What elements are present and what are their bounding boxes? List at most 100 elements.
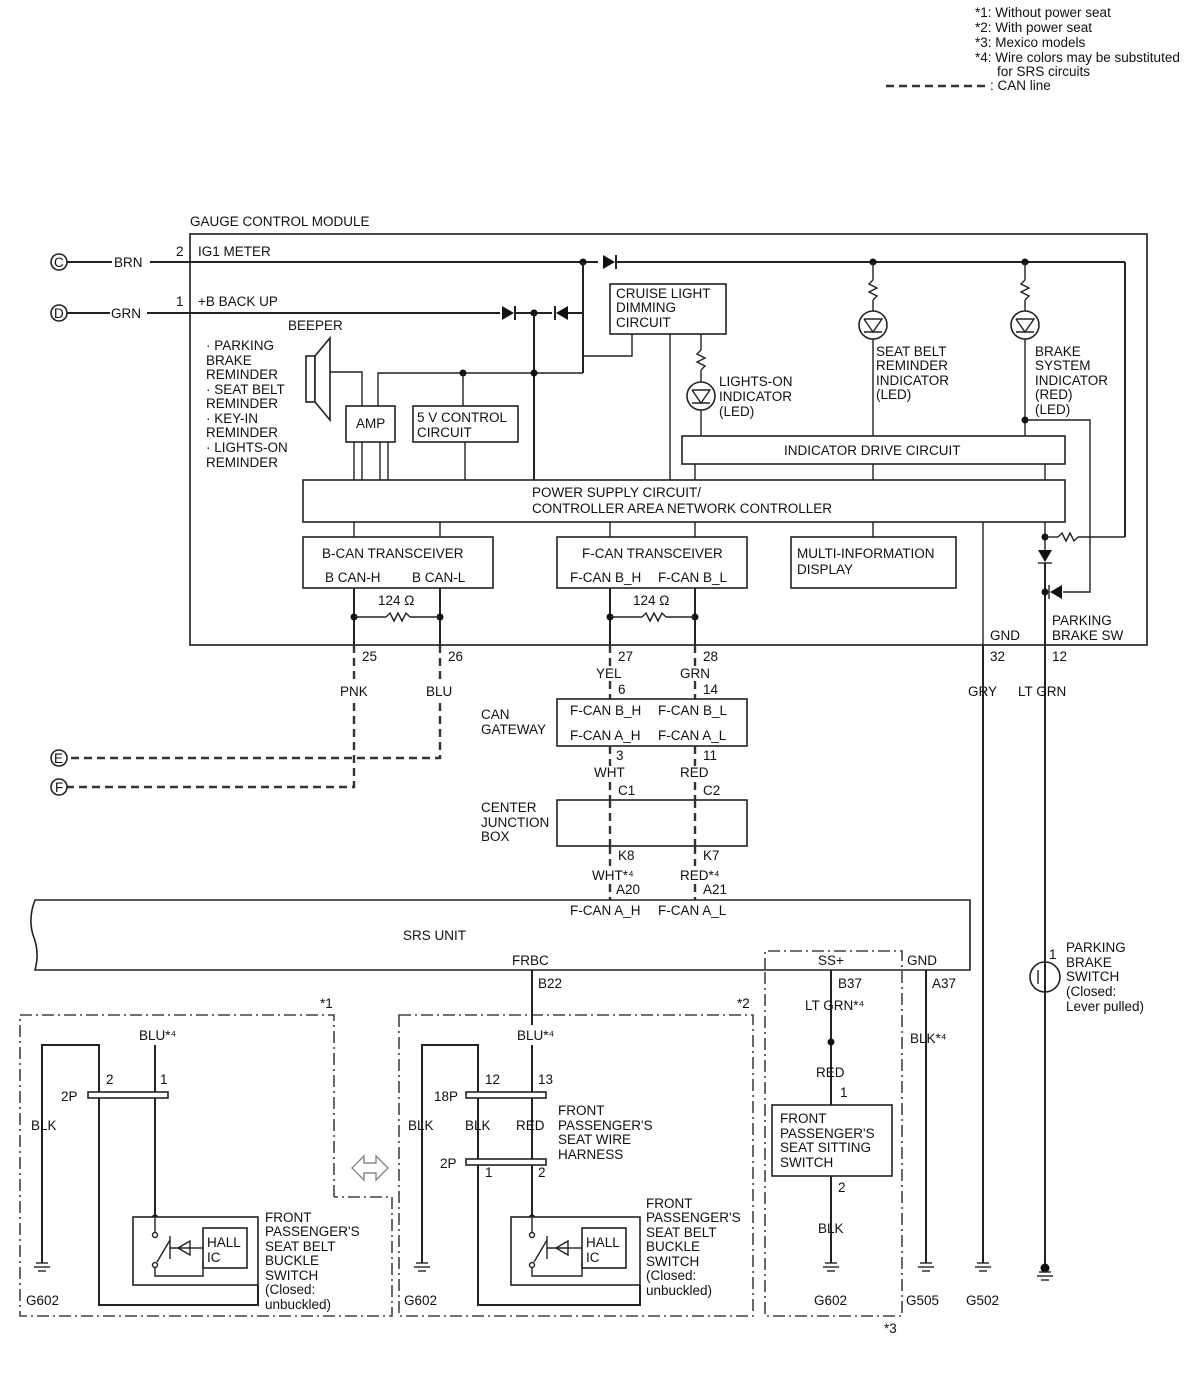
svg-text:2P: 2P (440, 1156, 457, 1171)
svg-text:*3: *3 (884, 1321, 897, 1336)
five-v-control-circuit (412, 405, 519, 443)
svg-text:GND: GND (990, 628, 1020, 643)
svg-text:F-CAN A_H: F-CAN A_H (570, 728, 641, 743)
wire-red-4: RED*⁴ (680, 868, 720, 883)
svg-text:124 Ω: 124 Ω (633, 593, 669, 608)
legend: *1: Without power seat *2: With power se… (886, 5, 1180, 93)
svg-text:F-CAN B_L: F-CAN B_L (658, 570, 728, 585)
svg-text:FRONT: FRONT (558, 1103, 605, 1118)
diode-backup-1 (502, 306, 514, 320)
beeper-label: BEEPER (288, 318, 343, 333)
svg-text:POWER SUPPLY CIRCUIT/: POWER SUPPLY CIRCUIT/ (532, 485, 701, 500)
svg-text:3: 3 (616, 748, 624, 763)
svg-text:F-CAN B_H: F-CAN B_H (570, 703, 641, 718)
svg-text:C1: C1 (618, 783, 635, 798)
reminder-8: REMINDER (206, 455, 278, 470)
svg-text:BRAKE: BRAKE (1035, 344, 1081, 359)
svg-text:G505: G505 (906, 1293, 939, 1308)
pin-2: 2 (176, 244, 184, 259)
svg-text:28: 28 (703, 649, 718, 664)
wire-lt-grn: LT GRN (1018, 684, 1066, 699)
svg-text:SEAT BELT: SEAT BELT (876, 344, 947, 359)
svg-text:B-CAN TRANSCEIVER: B-CAN TRANSCEIVER (322, 546, 464, 561)
brake-system-led-icon (1010, 310, 1040, 340)
svg-text:SEAT WIRE: SEAT WIRE (558, 1132, 631, 1147)
note-can: : CAN line (990, 78, 1051, 93)
svg-text:1: 1 (1049, 947, 1057, 962)
wire-yel: YEL (596, 666, 622, 681)
svg-text:SWITCH: SWITCH (780, 1155, 833, 1170)
svg-text:HARNESS: HARNESS (558, 1147, 623, 1162)
svg-text:FRONT: FRONT (265, 1210, 312, 1225)
svg-text:27: 27 (618, 649, 633, 664)
svg-text:FRONT: FRONT (780, 1111, 827, 1126)
svg-text:SEAT BELT: SEAT BELT (265, 1239, 336, 1254)
gauge-control-module (189, 233, 1148, 646)
svg-text:BLK: BLK (31, 1118, 57, 1133)
svg-text:FRONT: FRONT (646, 1196, 693, 1211)
can-gateway (556, 698, 748, 747)
srs-unit (30, 899, 971, 971)
resistor-bcan (385, 611, 411, 623)
connector-2p-mid (465, 1158, 547, 1166)
svg-text:14: 14 (703, 682, 719, 697)
connector-2p-left (87, 1091, 169, 1099)
svg-text:124 Ω: 124 Ω (378, 593, 414, 608)
svg-text:12: 12 (485, 1072, 500, 1087)
svg-text:13: 13 (538, 1072, 553, 1087)
ground-parking-brake (1037, 1271, 1053, 1281)
svg-text:(LED): (LED) (876, 387, 911, 402)
svg-text:PASSENGER'S: PASSENGER'S (646, 1210, 741, 1225)
power-supply-circuit (302, 479, 1066, 523)
svg-text:1: 1 (160, 1072, 168, 1087)
svg-text:GATEWAY: GATEWAY (481, 722, 546, 737)
wire-blu: BLU (426, 684, 452, 699)
note-4: *4: Wire colors may be substituted (975, 50, 1180, 65)
svg-text:SWITCH: SWITCH (1066, 969, 1119, 984)
svg-text:BLK*⁴: BLK*⁴ (910, 1031, 947, 1046)
svg-text:12: 12 (1052, 649, 1067, 664)
note-2: *2: With power seat (975, 20, 1092, 35)
svg-text:D: D (54, 306, 64, 321)
svg-text:REMINDER: REMINDER (876, 358, 948, 373)
diode-parking-1 (1038, 550, 1052, 562)
svg-text:PARKING: PARKING (1066, 940, 1126, 955)
svg-text:(Closed:: (Closed: (646, 1268, 696, 1283)
resistor-fcan (641, 611, 667, 623)
svg-text:F-CAN TRANSCEIVER: F-CAN TRANSCEIVER (582, 546, 723, 561)
ground-g602-3 (823, 1262, 839, 1272)
svg-text:BLK: BLK (408, 1118, 434, 1133)
svg-text:BLU*⁴: BLU*⁴ (517, 1028, 555, 1043)
svg-text:IC: IC (586, 1250, 600, 1265)
svg-text:BUCKLE: BUCKLE (646, 1239, 700, 1254)
amp-label: AMP (356, 416, 385, 431)
svg-text:25: 25 (362, 649, 377, 664)
svg-text:SRS UNIT: SRS UNIT (403, 928, 466, 943)
svg-text:2: 2 (106, 1072, 114, 1087)
svg-text:CIRCUIT: CIRCUIT (417, 425, 472, 440)
svg-text:E: E (54, 751, 63, 766)
ig1-meter: IG1 METER (198, 244, 271, 259)
svg-text:A20: A20 (616, 882, 640, 897)
svg-text:F-CAN B_L: F-CAN B_L (658, 703, 728, 718)
svg-text:BOX: BOX (481, 829, 510, 844)
svg-text:BLU*⁴: BLU*⁴ (139, 1028, 177, 1043)
connector-e: E (50, 749, 68, 767)
note-1: *1: Without power seat (975, 5, 1111, 20)
resistor-lights-on (695, 349, 707, 371)
svg-text:1: 1 (840, 1085, 848, 1100)
svg-text:SWITCH: SWITCH (265, 1268, 318, 1283)
svg-text:(LED): (LED) (719, 404, 754, 419)
svg-text:RED: RED (816, 1065, 845, 1080)
svg-text:PASSENGER'S: PASSENGER'S (558, 1118, 653, 1133)
svg-text:HALL: HALL (586, 1235, 620, 1250)
connector-f: F (50, 778, 68, 796)
svg-text:SEAT SITTING: SEAT SITTING (780, 1140, 871, 1155)
svg-text:B22: B22 (538, 976, 562, 991)
svg-text:F-CAN A_L: F-CAN A_L (658, 728, 727, 743)
reminder-4: REMINDER (206, 396, 278, 411)
svg-text:K8: K8 (618, 848, 635, 863)
reminder-6: REMINDER (206, 425, 278, 440)
connector-18p (465, 1091, 547, 1099)
